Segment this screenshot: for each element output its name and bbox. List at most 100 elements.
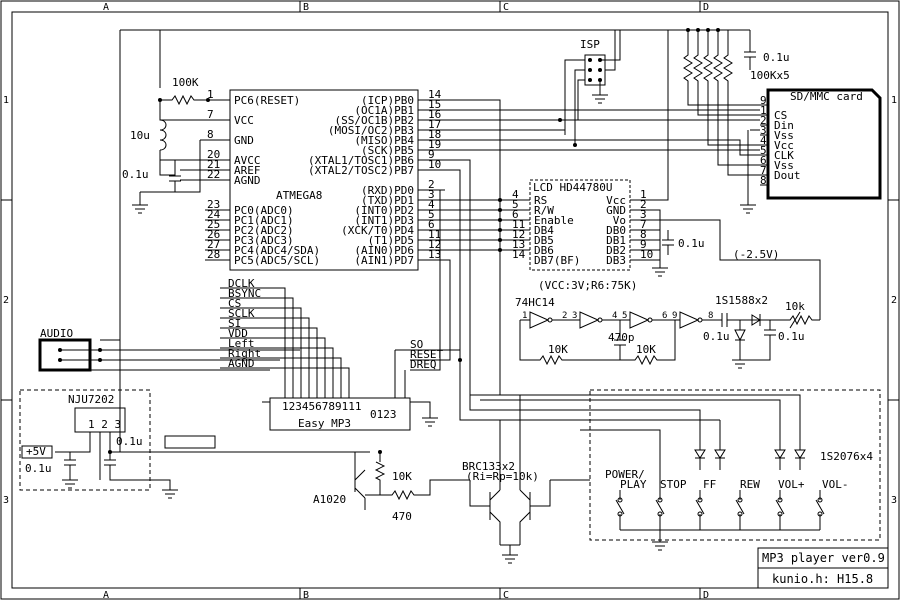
label-pot: 10k <box>785 300 805 313</box>
atmega-right-pin-label: (ICP)PB0 <box>361 94 414 107</box>
label-r-reset: 100K <box>172 76 199 89</box>
svg-text:4: 4 <box>612 311 617 321</box>
label-r-sd: 100Kx5 <box>750 69 790 82</box>
label-r-470: 470 <box>392 510 412 523</box>
atmega-right-pin-num: 19 <box>428 138 441 151</box>
atmega-left-pin-num: 28 <box>207 248 220 261</box>
lcd-left-pin-label: Enable <box>534 214 574 227</box>
lcd-left-pin-label: DB6 <box>534 244 554 257</box>
pb-wiring <box>418 99 760 421</box>
mp3-left-signal: AGND <box>228 357 255 370</box>
atmega-left-pin-label: AREF <box>234 164 261 177</box>
atmega-left-pin-num: 1 <box>207 88 214 101</box>
sd-pin-num: 2 <box>760 114 767 127</box>
atmega-right-pin-num: 16 <box>428 108 441 121</box>
lcd-left-pin-num: 14 <box>512 248 526 261</box>
atmega-left-pin-num: 26 <box>207 228 220 241</box>
charge-pump: 74HC14 10K 470p 10K 1 2 3 4 5 6 9 8 1S15… <box>515 294 820 369</box>
label-hc14: 74HC14 <box>515 296 555 309</box>
atmega-right-pin-num: 11 <box>428 228 441 241</box>
label-audio: AUDIO <box>40 327 73 340</box>
label-isp: ISP <box>580 38 600 51</box>
label-c-lcd: 0.1u <box>678 237 705 250</box>
atmega-right-pin-label: (MOSI/OC2)PB3 <box>328 124 414 137</box>
lcd-title: LCD HD44780U <box>533 181 612 194</box>
label-diodes-sw: 1S2076x4 <box>820 450 873 463</box>
lcd-left-pin-num: 12 <box>512 228 525 241</box>
title-block: MP3 player ver0.9 kunio.h: H15.8 <box>757 547 889 589</box>
label-c-reg-out: 0.1u <box>116 435 143 448</box>
atmega-right-pin-label: (RXD)PD0 <box>361 184 414 197</box>
sd-pin-num: 1 <box>760 104 767 117</box>
sd-pin-label: Vss <box>774 129 794 142</box>
lcd-right-pin-label: DB2 <box>606 244 626 257</box>
svg-text:5: 5 <box>622 311 627 321</box>
keyboard-section: 1S2076x4 POWER/ PLAY STOP FF REW VOL+ VO… <box>470 389 881 551</box>
sw-label-stop: STOP <box>660 478 687 491</box>
atmega-right-pin-num: 5 <box>428 208 435 221</box>
lcd-right-pin-label: DB3 <box>606 254 626 267</box>
atmega-left-pin-label: PC4(ADC4/SDA) <box>234 244 320 257</box>
sd-pin-label: Din <box>774 119 794 132</box>
atmega-right-pin-label: (AIN1)PD7 <box>354 254 414 267</box>
lcd-left-pin-label: DB7(BF) <box>534 254 580 267</box>
easy-mp3-module: 123456789111 0123 Easy MP3 DCLKBSYNCCSSC… <box>220 277 462 431</box>
atmega-right-pin-num: 12 <box>428 238 441 251</box>
col-label-b-top: B <box>303 2 309 13</box>
audio-jack: AUDIO <box>38 327 300 372</box>
mp3-left-signal: VDD <box>228 327 248 340</box>
svg-text:2: 2 <box>562 311 567 321</box>
atmega-left-pin-label: AVCC <box>234 154 261 167</box>
lcd-right-pin-num: 10 <box>640 248 653 261</box>
atmega-right-pin-label: (SCK)PB5 <box>361 144 414 157</box>
atmega-left-pin-num: 25 <box>207 218 220 231</box>
label-r-base: 10K <box>392 470 412 483</box>
atmega-left-pin-label: PC0(ADC0) <box>234 204 294 217</box>
mp3-signal-reset: RESET <box>410 348 443 361</box>
power-rails: 100K 10u 0.1u <box>120 29 668 214</box>
lcd-left-pin-num: 13 <box>512 238 525 251</box>
col-label-c-top: C <box>503 2 509 13</box>
lcd-left-pin-num: 6 <box>512 208 519 221</box>
easy-mp3-title: Easy MP3 <box>298 417 351 430</box>
mp3-signal-so: SO <box>410 338 423 351</box>
atmega-right-pin-num: 15 <box>428 98 441 111</box>
svg-text:8: 8 <box>708 311 713 321</box>
lcd-right-pin-label: Vo <box>613 214 626 227</box>
atmega-right-pin-num: 9 <box>428 148 435 161</box>
label-reg-pins: 1 2 3 <box>88 418 121 431</box>
col-label-a-bottom: A <box>103 590 109 600</box>
atmega-part-name: ATMEGA8 <box>276 189 322 202</box>
label-c-osc: 470p <box>608 331 635 344</box>
col-label-c-bottom: C <box>503 590 509 600</box>
svg-text:3: 3 <box>572 311 577 321</box>
atmega-left-pin-label: PC5(ADC5/SCL) <box>234 254 320 267</box>
atmega-left-pin-num: 27 <box>207 238 220 251</box>
lcd-left-pin-label: DB4 <box>534 224 554 237</box>
atmega-left-pin-label: AGND <box>234 174 261 187</box>
label-c-avcc: 0.1u <box>122 168 149 181</box>
sd-pullups: 100Kx5 0.1u <box>668 28 790 214</box>
label-dtr: BRC133x2 <box>462 460 515 473</box>
atmega-left-pin-num: 7 <box>207 108 214 121</box>
atmega-right-pin-label: (INT0)PD2 <box>354 204 414 217</box>
lcd-left-pin-label: R/W <box>534 204 554 217</box>
col-label-d-bottom: D <box>703 590 709 600</box>
atmega-right-pin-num: 3 <box>428 188 435 201</box>
atmega-left-pin-num: 21 <box>207 158 220 171</box>
row-label-1-left: 1 <box>3 95 9 106</box>
col-label-d-top: D <box>703 2 709 13</box>
left-bus <box>100 30 121 453</box>
lcd-left-pin-label: RS <box>534 194 547 207</box>
atmega-left-pin-label: PC1(ADC1) <box>234 214 294 227</box>
inverter-pin-numbers: 1 2 3 4 5 6 9 8 <box>522 311 713 321</box>
sd-pin-label: CS <box>774 109 787 122</box>
atmega-right-pin-label: (SS/OC1B)PB2 <box>335 114 414 127</box>
lcd-right-pin-label: GND <box>606 204 626 217</box>
atmega-right-pin-num: 4 <box>428 198 435 211</box>
title-block-title: MP3 player ver0.9 <box>762 551 885 565</box>
